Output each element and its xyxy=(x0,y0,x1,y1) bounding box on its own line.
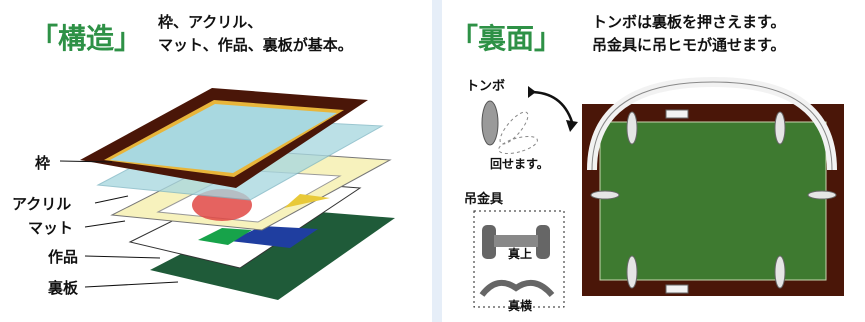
top-view-label: 真上 xyxy=(508,246,532,261)
tonbo-rotated-outline-2 xyxy=(498,135,538,155)
backboard-layer xyxy=(150,208,395,300)
structure-panel: 「構造」 枠、アクリル、 マット、作品、裏板が基本。 枠 アクリル マット 作品… xyxy=(0,0,432,322)
rotate-label: 回せます。 xyxy=(490,157,549,171)
structure-headline-1: 枠、アクリル、 xyxy=(158,13,262,31)
hanger-left-loop xyxy=(482,225,496,259)
hanger-label: 吊金具 xyxy=(464,191,503,207)
frame-opening xyxy=(110,104,337,173)
structure-diagram: 「構造」 枠、アクリル、 マット、作品、裏板が基本。 枠 アクリル マット 作品… xyxy=(12,13,395,300)
arrow-tail-icon xyxy=(528,86,536,98)
hanger-side-shape xyxy=(479,279,555,298)
back-headline-2: 吊金具に吊ヒモが通せます。 xyxy=(592,36,786,54)
tonbo-pin-top-right xyxy=(774,111,786,145)
rotate-arrow xyxy=(529,90,574,123)
mat-label: マット xyxy=(28,219,73,237)
artwork-yellow-shape xyxy=(284,194,330,208)
hanger-bar xyxy=(494,235,538,247)
tonbo-pin-top-left xyxy=(626,111,638,145)
back-panel: 「裏面」 トンボは裏板を押さえます。 吊金具に吊ヒモが通せます。 トンボ 回せま… xyxy=(442,0,865,322)
structure-headline-2: マット、作品、裏板が基本。 xyxy=(158,36,353,54)
arrow-head-icon xyxy=(566,120,578,132)
artwork-leader xyxy=(84,255,161,259)
backboard-label: 裏板 xyxy=(47,279,79,297)
back-board-face xyxy=(599,121,827,281)
side-view-label: 真横 xyxy=(508,298,533,313)
hanger-box xyxy=(473,210,565,308)
hanger-right-loop xyxy=(536,225,550,259)
artwork-green-shape xyxy=(198,228,252,245)
hanging-string-outline xyxy=(591,81,833,171)
back-diagram: 「裏面」 トンボは裏板を押さえます。 吊金具に吊ヒモが通せます。 トンボ 回せま… xyxy=(450,13,844,313)
tonbo-rotated-outline xyxy=(499,111,529,145)
acrylic-label: アクリル xyxy=(12,195,71,213)
tonbo-piece xyxy=(481,100,499,146)
back-headline-1: トンボは裏板を押さえます。 xyxy=(592,13,786,31)
frame-leader xyxy=(59,160,113,163)
artwork-blue-shape xyxy=(230,226,318,248)
frame-hanger-bottom xyxy=(665,284,689,294)
frame-hanger-top xyxy=(665,109,689,119)
tonbo-pin-bottom-right xyxy=(774,255,786,289)
tonbo-label: トンボ xyxy=(466,78,505,94)
tonbo-pin-bottom-left xyxy=(626,255,638,289)
back-title: 「裏面」 xyxy=(450,22,562,55)
tonbo-pin-right xyxy=(807,190,837,200)
backboard-leader xyxy=(84,281,179,288)
mat-leader xyxy=(84,220,126,228)
structure-title: 「構造」 xyxy=(30,22,142,55)
tonbo-pin-left xyxy=(590,190,620,200)
acrylic-leader xyxy=(94,195,129,204)
frame-label: 枠 xyxy=(35,154,50,172)
artwork-label: 作品 xyxy=(48,248,78,266)
